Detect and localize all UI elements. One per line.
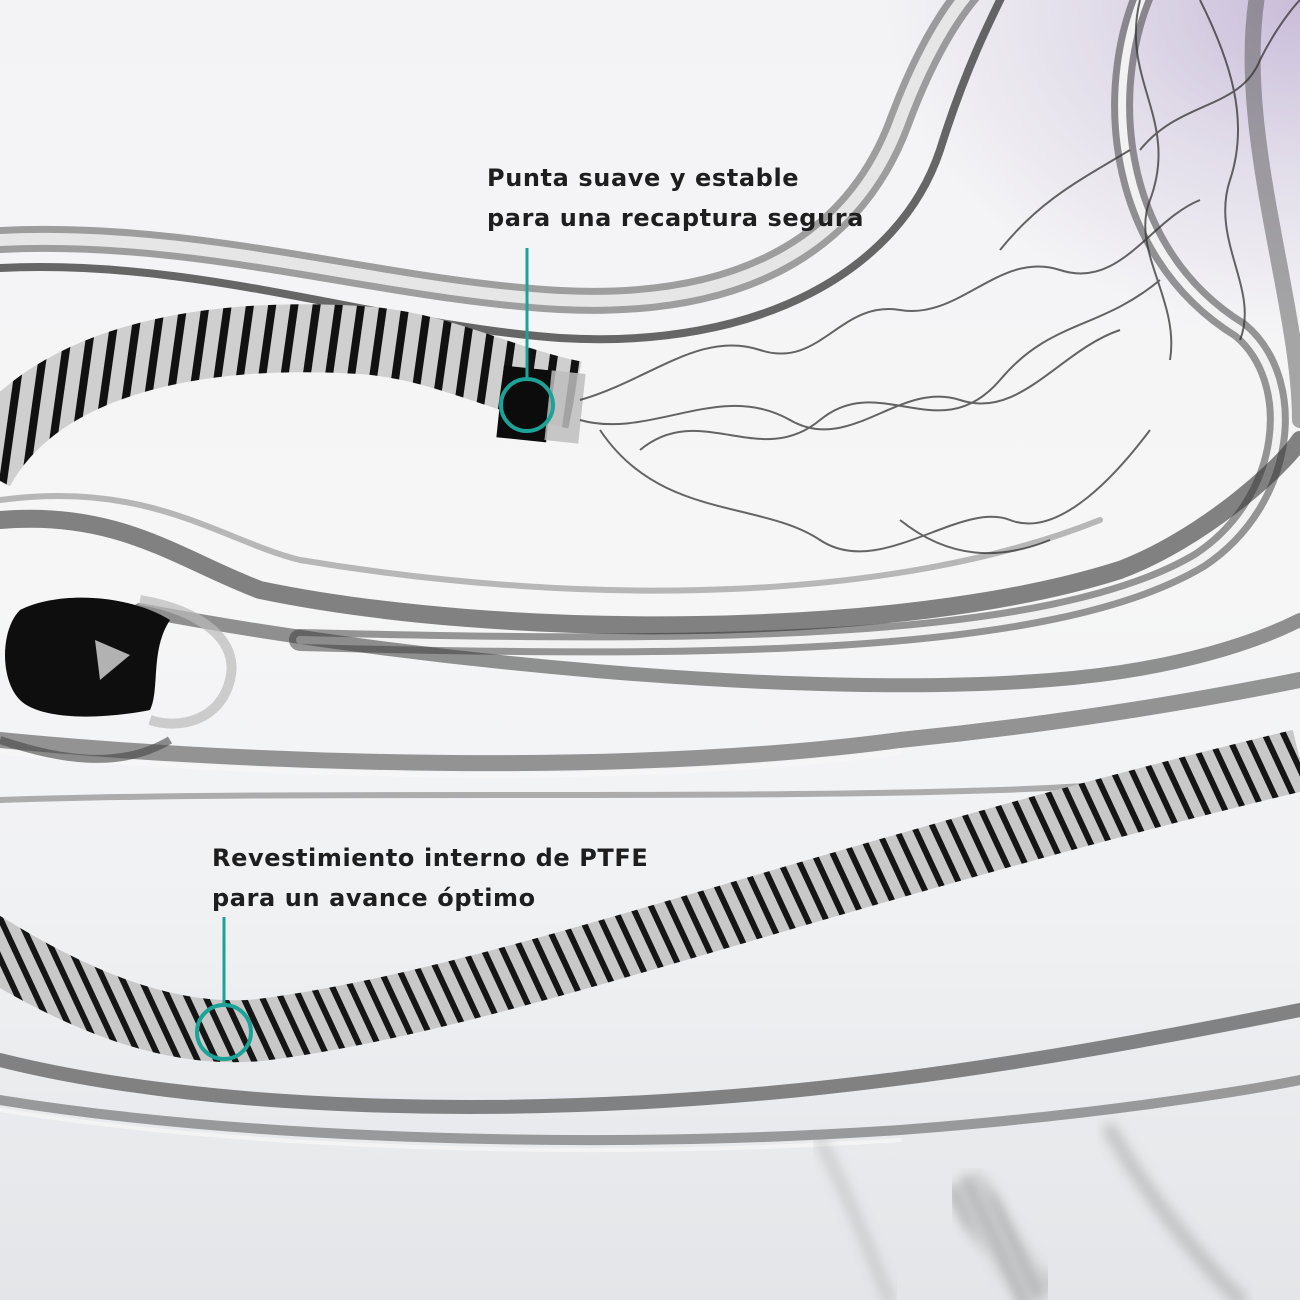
- upper-coil-catheter: [0, 304, 586, 488]
- callout-marker-tip: [499, 248, 555, 433]
- stent-basket: [579, 0, 1300, 555]
- callout-line-1: Revestimiento interno de PTFE: [212, 844, 649, 872]
- callout-marker-liner: [195, 917, 253, 1061]
- callout-line-1: Punta suave y estable: [487, 164, 800, 192]
- callout-line-2: para un avance óptimo: [212, 884, 536, 912]
- lower-coil-catheter: [0, 729, 1300, 1063]
- tube-tip-bulb: [0, 595, 237, 763]
- callout-line-2: para una recaptura segura: [487, 204, 865, 232]
- background-coil: [943, 1168, 1057, 1300]
- callout-label-liner: Revestimiento interno de PTFE para un av…: [212, 838, 648, 918]
- callout-label-tip: Punta suave y estable para una recaptura…: [487, 158, 864, 238]
